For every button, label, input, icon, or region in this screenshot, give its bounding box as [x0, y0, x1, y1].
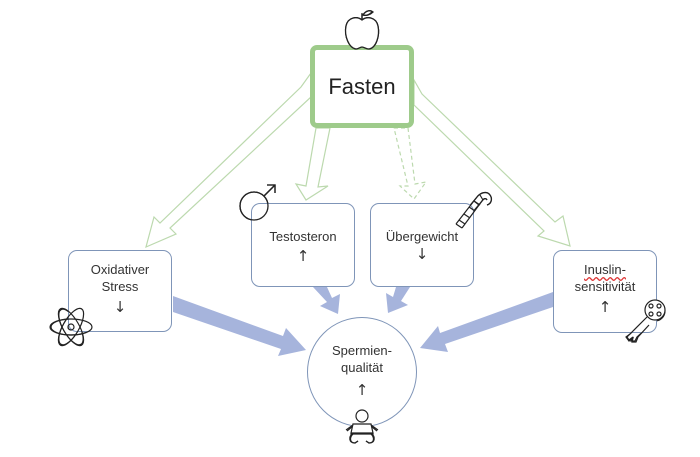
sperm-quality-label-line1: Spermien- [332, 343, 392, 358]
sperm-quality-label-line2: qualität [341, 360, 383, 375]
testosterone-label: Testosteron [269, 229, 337, 244]
apple-icon [344, 10, 380, 50]
trend-down-icon: ↓ [113, 298, 127, 316]
arrow-fasten-to-uebergewicht [393, 127, 428, 200]
trend-up-icon: ↑ [598, 298, 612, 316]
trend-up-icon: ↑ [355, 381, 369, 399]
arrow-insulin-to-sperm [420, 292, 553, 352]
fasten-label: Fasten [328, 73, 396, 99]
trend-down-icon: ↓ [415, 245, 429, 263]
testosterone-node: Testosteron ↑ [251, 203, 355, 287]
oxidative-stress-label-line1: Oxidativer [90, 262, 150, 277]
arrow-fasten-to-insulin [413, 77, 571, 247]
oxidative-stress-label-line2: Stress [101, 279, 139, 294]
overweight-label: Übergewicht [385, 229, 459, 244]
oxidative-stress-label: Oxidativer Stress [91, 261, 150, 295]
fasten-node: Fasten [310, 45, 414, 128]
atom-icon [49, 307, 93, 347]
key-icon [625, 299, 666, 343]
oxidative-stress-node: Oxidativer Stress ↓ [68, 250, 172, 332]
candy-cane-icon [455, 191, 493, 229]
baby-icon [345, 409, 379, 444]
arrow-fasten-to-oxidative-stress [145, 71, 312, 249]
male-symbol-icon [239, 184, 276, 221]
arrow-fasten-to-testosteron [294, 127, 331, 201]
sperm-quality-node: Spermien- qualität ↑ [307, 317, 417, 427]
insulin-sensitivity-label-line1: Inuslin- [584, 262, 626, 277]
insulin-sensitivity-node: Inuslin- sensitivität ↑ [553, 250, 657, 333]
arrow-testosteron-to-sperm [313, 287, 340, 314]
arrow-oxidative-to-sperm [173, 296, 306, 356]
sperm-quality-label: Spermien- qualität [332, 342, 392, 376]
insulin-sensitivity-label-line2: sensitivität [574, 279, 636, 294]
arrow-uebergewicht-to-sperm [386, 287, 410, 313]
overweight-node: Übergewicht ↓ [370, 203, 474, 287]
insulin-sensitivity-label: Inuslin- sensitivität [575, 261, 636, 295]
trend-up-icon: ↑ [296, 247, 310, 265]
